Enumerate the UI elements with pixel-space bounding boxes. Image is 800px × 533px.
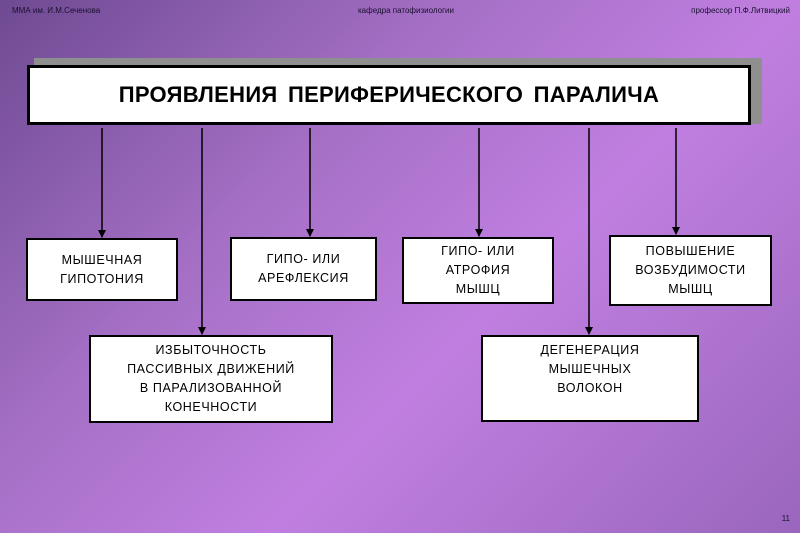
title-box: ПРОЯВЛЕНИЯ ПЕРИФЕРИЧЕСКОГО ПАРАЛИЧА — [27, 65, 751, 125]
box-hypo-atrophy-text: ГИПО- ИЛИ АТРОФИЯ МЫШЦ — [441, 244, 515, 296]
box-excess-passive-movements-text: ИЗБЫТОЧНОСТЬ ПАССИВНЫХ ДВИЖЕНИЙ В ПАРАЛИ… — [127, 343, 295, 414]
box-muscle-hypotonia: МЫШЕЧНАЯ ГИПОТОНИЯ — [26, 238, 178, 301]
slide-title: ПРОЯВЛЕНИЯ ПЕРИФЕРИЧЕСКОГО ПАРАЛИЧА — [118, 82, 660, 107]
header-institution: ММА им. И.М.Сеченова — [12, 6, 101, 15]
header-department: кафедра патофизиологии — [358, 6, 454, 15]
box-hypo-areflexia: ГИПО- ИЛИ АРЕФЛЕКСИЯ — [230, 237, 377, 301]
box-increased-excitability: ПОВЫШЕНИЕ ВОЗБУДИМОСТИ МЫШЦ — [609, 235, 772, 306]
box-fiber-degeneration: ДЕГЕНЕРАЦИЯ МЫШЕЧНЫХ ВОЛОКОН — [481, 335, 699, 422]
box-increased-excitability-text: ПОВЫШЕНИЕ ВОЗБУДИМОСТИ МЫШЦ — [635, 244, 746, 296]
header-author: профессор П.Ф.Литвицкий — [691, 6, 790, 15]
box-hypo-areflexia-text: ГИПО- ИЛИ АРЕФЛЕКСИЯ — [258, 252, 349, 285]
box-fiber-degeneration-text: ДЕГЕНЕРАЦИЯ МЫШЕЧНЫХ ВОЛОКОН — [540, 343, 640, 395]
box-hypo-atrophy: ГИПО- ИЛИ АТРОФИЯ МЫШЦ — [402, 237, 554, 304]
box-excess-passive-movements: ИЗБЫТОЧНОСТЬ ПАССИВНЫХ ДВИЖЕНИЙ В ПАРАЛИ… — [89, 335, 333, 423]
slide-number: 11 — [781, 514, 790, 523]
box-muscle-hypotonia-text: МЫШЕЧНАЯ ГИПОТОНИЯ — [60, 252, 144, 286]
